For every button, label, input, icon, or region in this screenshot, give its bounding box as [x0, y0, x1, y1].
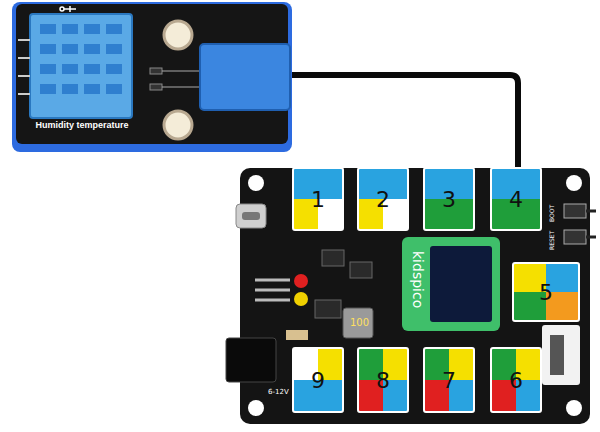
chip: [350, 262, 372, 278]
sensor-pins: [18, 40, 30, 94]
port-number: 5: [539, 280, 553, 305]
resistor: [150, 84, 162, 90]
sensor-icon: [60, 6, 76, 12]
module-label: Humidity temperature: [34, 120, 130, 131]
sensor-module: Humidity temperature: [12, 2, 292, 152]
yellow-led: [294, 292, 308, 306]
board-hole: [248, 400, 264, 416]
port-number: 7: [442, 368, 456, 393]
usb-slot: [242, 212, 260, 220]
resistor: [150, 68, 162, 74]
voltage-label: 6-12V: [268, 388, 289, 396]
inductor-value-holder: 100: [350, 317, 369, 328]
port-number: 8: [376, 368, 390, 393]
traces: [162, 71, 202, 87]
main-board: [240, 168, 590, 424]
port-socket: 2: [357, 167, 409, 231]
boot-button: [564, 204, 586, 218]
sensor-grille: [40, 24, 122, 94]
cable: [292, 75, 518, 167]
port-number: 9: [311, 368, 325, 393]
chip: [322, 250, 344, 266]
oled-screen: [430, 246, 492, 322]
board-hole: [566, 400, 582, 416]
port-socket: 4: [490, 167, 542, 231]
voltage-label-holder: 6-12V: [268, 388, 289, 396]
board-hole: [566, 175, 582, 191]
port-number: 6: [509, 368, 523, 393]
mount-hole: [164, 21, 192, 49]
port-socket: 8: [357, 347, 409, 413]
reset-button: [564, 230, 586, 244]
board-hole: [248, 175, 264, 191]
switch: [542, 325, 580, 385]
header-pins: [255, 280, 290, 300]
port-number: 4: [509, 187, 523, 212]
port-socket: 3: [423, 167, 475, 231]
inductor: [343, 308, 373, 338]
button-label-holder: RESET: [548, 228, 567, 235]
usb-port: [236, 204, 266, 228]
port-number: 2: [376, 187, 390, 212]
regulator: [315, 300, 341, 318]
oled-display: kidspico: [402, 237, 500, 331]
button-lead: [586, 236, 596, 239]
button-lead: [586, 210, 596, 213]
dht-sensor: [30, 14, 132, 118]
mount-hole: [164, 111, 192, 139]
capacitor: [286, 330, 308, 340]
power-jack: [226, 338, 276, 382]
connector: [200, 44, 290, 110]
button-label: BOOT: [548, 205, 555, 222]
port-number: 3: [442, 187, 456, 212]
module-border: [12, 2, 292, 152]
button-label: RESET: [548, 231, 555, 250]
switch-knob: [550, 335, 564, 375]
inductor-value: 100: [350, 317, 369, 328]
button-label-holder: BOOT: [548, 200, 565, 207]
red-led: [294, 274, 308, 288]
port-number: 1: [311, 187, 325, 212]
port-socket: 7: [423, 347, 475, 413]
port-socket: 9: [292, 347, 344, 413]
port-socket: 5: [512, 262, 580, 322]
oled-module: [402, 237, 500, 331]
port-socket: 6: [490, 347, 542, 413]
port-socket: 1: [292, 167, 344, 231]
